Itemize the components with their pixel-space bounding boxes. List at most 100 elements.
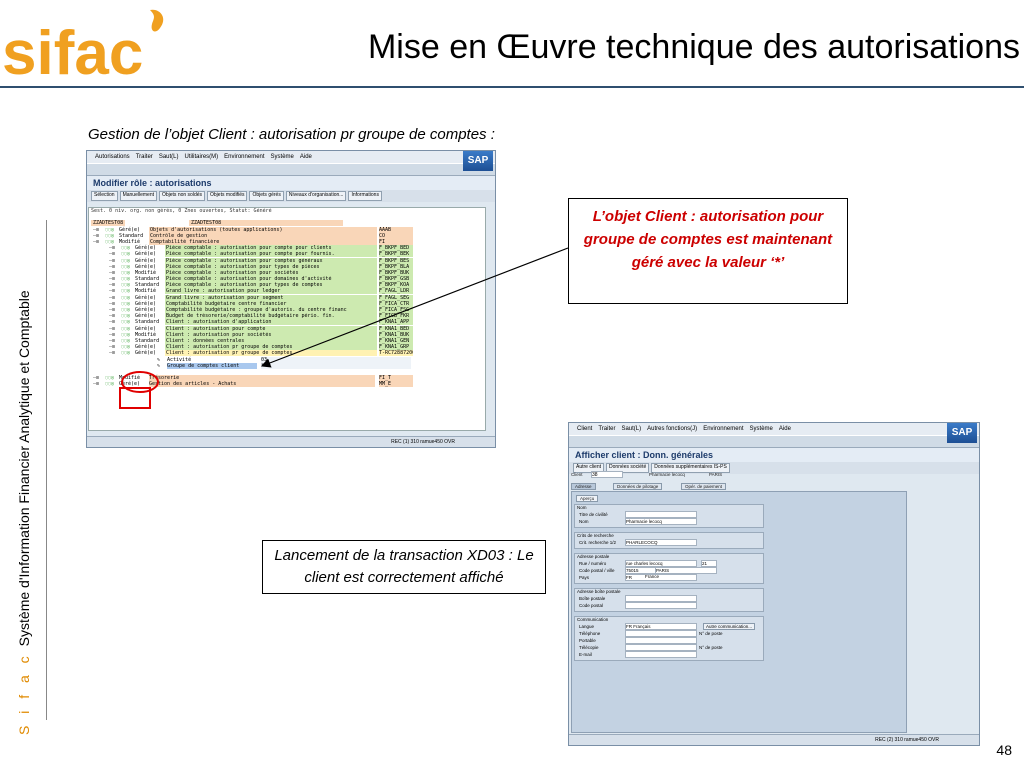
field-label: Code postal: [579, 603, 604, 608]
client-number: 38: [592, 472, 598, 478]
row-text: Pièce comptable : autorisation pour type…: [165, 282, 377, 289]
row-text: Comptabilité budgétaire : groupe d'autor…: [165, 307, 377, 313]
sap2-button[interactable]: Données supplémentaires IS-PS: [651, 463, 730, 473]
row-text: Trésorerie: [149, 375, 375, 382]
sap1-menu-item[interactable]: Traiter: [135, 154, 153, 160]
callout-auth-note: L’objet Client : autorisation pour group…: [568, 198, 848, 304]
client-number-field[interactable]: 38: [591, 471, 623, 478]
sap2-menu-item[interactable]: Système: [749, 426, 773, 432]
row-text: Client : autorisation pour compte: [165, 325, 377, 332]
row-state: Géré(e): [135, 263, 157, 270]
sap2-menu-item[interactable]: Saut(L): [621, 426, 642, 432]
sap1-toolbar[interactable]: [87, 163, 495, 176]
sap2-menu-item[interactable]: Aide: [778, 426, 791, 432]
field-input[interactable]: [625, 595, 697, 602]
tree-connector: —⊞: [109, 282, 116, 289]
sap1-menu-item[interactable]: Saut(L): [158, 154, 179, 160]
client-city: PARIS: [709, 472, 723, 477]
status-light-icon: ◌◌◎: [121, 257, 131, 264]
sap1-menu-item[interactable]: Autorisations: [95, 154, 130, 160]
client-label: Client: [571, 472, 583, 477]
row-text: Client : autorisation d'application: [165, 319, 377, 326]
sap2-menu-item[interactable]: Client: [577, 426, 593, 432]
field-input[interactable]: [625, 602, 697, 609]
sap1-button[interactable]: Informations: [348, 191, 382, 201]
sap1-menu-item[interactable]: Système: [270, 154, 294, 160]
sap1-button[interactable]: Sélection: [91, 191, 118, 201]
row-state: Géré(e): [135, 344, 157, 351]
row-text: Client : données centrales: [165, 337, 377, 344]
tab-paiement[interactable]: Opér. de paiement: [681, 483, 727, 490]
profile-name-2: ZZADTEST08: [189, 220, 343, 227]
section-title: Crits de recherche: [577, 533, 614, 538]
sap1-button[interactable]: Niveaux d'organisation...: [285, 191, 347, 201]
apercu-button[interactable]: Aperçu: [576, 495, 599, 502]
city-field[interactable]: PARIS: [655, 567, 717, 574]
status-light-icon: ◌◌◎: [121, 313, 131, 320]
caption-top: Gestion de l’objet Client : autorisation…: [88, 126, 495, 143]
row-state: Géré(e): [119, 226, 141, 233]
status-light-icon: ◌◌◎: [121, 337, 131, 344]
sap2-toolbar[interactable]: [569, 435, 979, 448]
field-value: *: [261, 362, 411, 369]
status-light-icon: ◌◌◎: [121, 325, 131, 332]
tree-connector: —⊞: [109, 319, 116, 326]
field-label: Activité: [167, 356, 257, 363]
row-text: Pièce comptable : autorisation pour soci…: [165, 269, 377, 276]
sap2-menu-item[interactable]: Autres fonctions(J): [647, 426, 698, 432]
status-light-icon: ◌◌◎: [121, 251, 131, 258]
field-input[interactable]: [625, 637, 697, 644]
row-code: F_FICB_FKR: [379, 313, 413, 320]
field-input[interactable]: [625, 511, 697, 518]
tab-pilotage[interactable]: Données de pilotage: [613, 483, 663, 490]
row-code: FI_T: [379, 375, 413, 382]
auth-tree: Sest. 0 niv. org. non gérés, 0 Znes ouve…: [88, 207, 486, 431]
row-text: Client : autorisation pour sociétés: [165, 331, 377, 338]
tree-row[interactable]: —⊞◌◌◎Géré(e)Objets d'autorisations (tout…: [89, 226, 485, 233]
field-input[interactable]: Pharmacie lecocq: [625, 518, 697, 525]
field-input[interactable]: [625, 644, 697, 651]
sap2-menu-item[interactable]: Traiter: [598, 426, 616, 432]
row-state: Géré(e): [135, 257, 157, 264]
tree-header-line: Sest. 0 niv. org. non gérés, 0 Znes ouve…: [89, 208, 485, 214]
field-input[interactable]: [625, 651, 697, 658]
tab-adresse[interactable]: Adresse: [571, 483, 596, 490]
profile-name: ZZADTEST08: [91, 220, 126, 227]
sap1-button[interactable]: Objets non soldés: [158, 191, 206, 201]
sap1-button[interactable]: Manuellement: [119, 191, 157, 201]
row-code: F_KNA1_BUK: [379, 331, 413, 338]
row-state: Modifié: [135, 288, 157, 295]
row-code: F_FICA_CTR: [379, 300, 413, 307]
row-state: Géré(e): [119, 381, 141, 388]
sap1-button[interactable]: Objets gérés: [249, 191, 284, 201]
field-input[interactable]: FR: [625, 574, 697, 581]
field-label: Téléphone: [579, 631, 601, 636]
field-input[interactable]: FR Français: [625, 623, 697, 630]
tree-connector: —⊞: [109, 269, 116, 276]
sap1-menu-item[interactable]: Utilitaires(M): [184, 154, 219, 160]
status-light-icon: ◌◌◎: [105, 375, 115, 382]
field-label: Nom: [579, 519, 589, 524]
house-number-field[interactable]: 21: [701, 560, 717, 567]
sap1-menu-item[interactable]: Aide: [299, 154, 312, 160]
sap1-menu-item[interactable]: Environnement: [224, 154, 265, 160]
field-input[interactable]: [625, 630, 697, 637]
tree-connector: —⊞: [109, 294, 116, 301]
row-text: Objets d'autorisations (toutes applicati…: [149, 226, 377, 233]
field-input[interactable]: rue charles lecocq: [625, 560, 697, 567]
svg-text:sifac: sifac: [2, 19, 143, 84]
sap2-menu-item[interactable]: Environnement: [703, 426, 744, 432]
row-state: Géré(e): [135, 245, 157, 252]
sap1-button[interactable]: Objets modifiés: [207, 191, 248, 201]
other-communication-button[interactable]: Autre communication...: [703, 623, 756, 630]
tree-connector: —⊞: [93, 238, 100, 245]
sap2-button[interactable]: Autre client: [573, 463, 605, 473]
field-input[interactable]: PHARLECOCQ: [625, 539, 697, 546]
status-light-icon: ◌◌◎: [121, 294, 131, 301]
tree-row[interactable]: —⊞◌◌◎Géré(e)Gestion des articles - Achat…: [89, 381, 485, 388]
sap2-button[interactable]: Données société: [606, 463, 650, 473]
row-text: Pièce comptable : autorisation pour comp…: [165, 251, 377, 258]
